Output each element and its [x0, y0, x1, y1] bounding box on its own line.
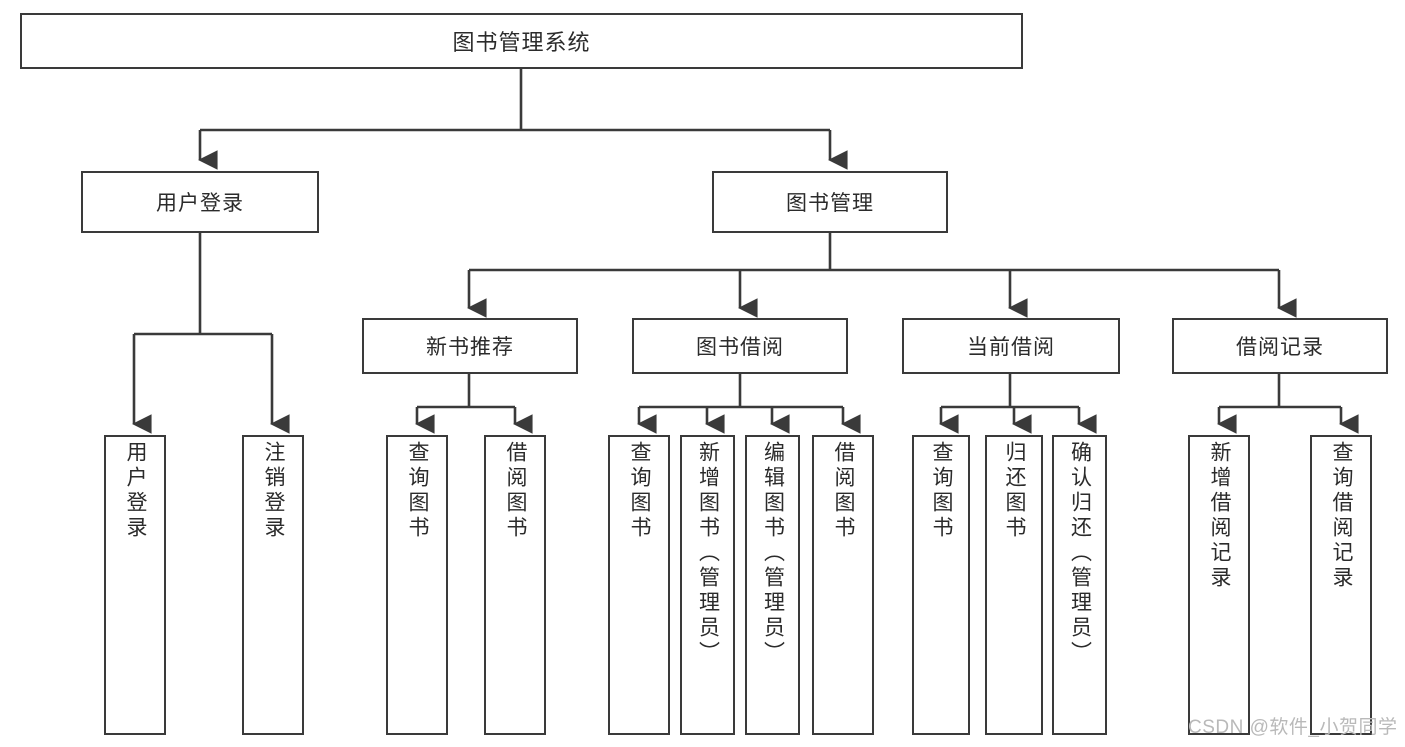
node-book-manage-label: 图书管理 — [786, 192, 874, 215]
node-book-borrow-label: 图书借阅 — [696, 336, 784, 359]
node-leaf-query-book-current[interactable]: 查询图书 — [912, 435, 970, 735]
node-leaf-user-logout-label: 注销登录 — [262, 441, 286, 541]
node-leaf-user-login-label: 用户登录 — [124, 441, 148, 541]
node-leaf-query-book-current-label: 查询图书 — [930, 441, 954, 541]
node-leaf-add-book-label: 新增图书（管理员） — [696, 441, 720, 666]
node-leaf-add-book[interactable]: 新增图书（管理员） — [680, 435, 735, 735]
node-leaf-add-borrow-record-label: 新增借阅记录 — [1208, 441, 1232, 591]
node-leaf-user-logout[interactable]: 注销登录 — [242, 435, 304, 735]
node-new-book-recommend-label: 新书推荐 — [426, 336, 514, 359]
node-leaf-query-book-recommend[interactable]: 查询图书 — [386, 435, 448, 735]
node-borrow-record[interactable]: 借阅记录 — [1172, 318, 1388, 374]
node-leaf-query-book-borrow-label: 查询图书 — [628, 441, 652, 541]
node-root[interactable]: 图书管理系统 — [20, 13, 1023, 69]
node-user-login-label: 用户登录 — [156, 192, 244, 215]
node-leaf-borrow-book-label: 借阅图书 — [832, 441, 856, 541]
node-user-login[interactable]: 用户登录 — [81, 171, 319, 233]
node-leaf-return-book-label: 归还图书 — [1003, 441, 1027, 541]
node-leaf-confirm-return-label: 确认归还（管理员） — [1068, 441, 1092, 666]
node-book-borrow[interactable]: 图书借阅 — [632, 318, 848, 374]
node-leaf-edit-book-label: 编辑图书（管理员） — [761, 441, 785, 666]
node-new-book-recommend[interactable]: 新书推荐 — [362, 318, 578, 374]
node-leaf-add-borrow-record[interactable]: 新增借阅记录 — [1188, 435, 1250, 735]
node-leaf-borrow-book-recommend-label: 借阅图书 — [504, 441, 528, 541]
node-leaf-return-book[interactable]: 归还图书 — [985, 435, 1043, 735]
node-leaf-user-login[interactable]: 用户登录 — [104, 435, 166, 735]
node-current-borrow-label: 当前借阅 — [967, 336, 1055, 359]
node-leaf-query-book-borrow[interactable]: 查询图书 — [608, 435, 670, 735]
node-leaf-confirm-return[interactable]: 确认归还（管理员） — [1052, 435, 1107, 735]
node-leaf-borrow-book-recommend[interactable]: 借阅图书 — [484, 435, 546, 735]
node-borrow-record-label: 借阅记录 — [1236, 336, 1324, 359]
node-leaf-query-borrow-record-label: 查询借阅记录 — [1330, 441, 1354, 591]
node-root-label: 图书管理系统 — [452, 30, 591, 55]
node-book-manage[interactable]: 图书管理 — [712, 171, 948, 233]
node-leaf-edit-book[interactable]: 编辑图书（管理员） — [745, 435, 800, 735]
node-leaf-query-book-recommend-label: 查询图书 — [406, 441, 430, 541]
node-current-borrow[interactable]: 当前借阅 — [902, 318, 1120, 374]
node-leaf-query-borrow-record[interactable]: 查询借阅记录 — [1310, 435, 1372, 735]
node-leaf-borrow-book[interactable]: 借阅图书 — [812, 435, 874, 735]
